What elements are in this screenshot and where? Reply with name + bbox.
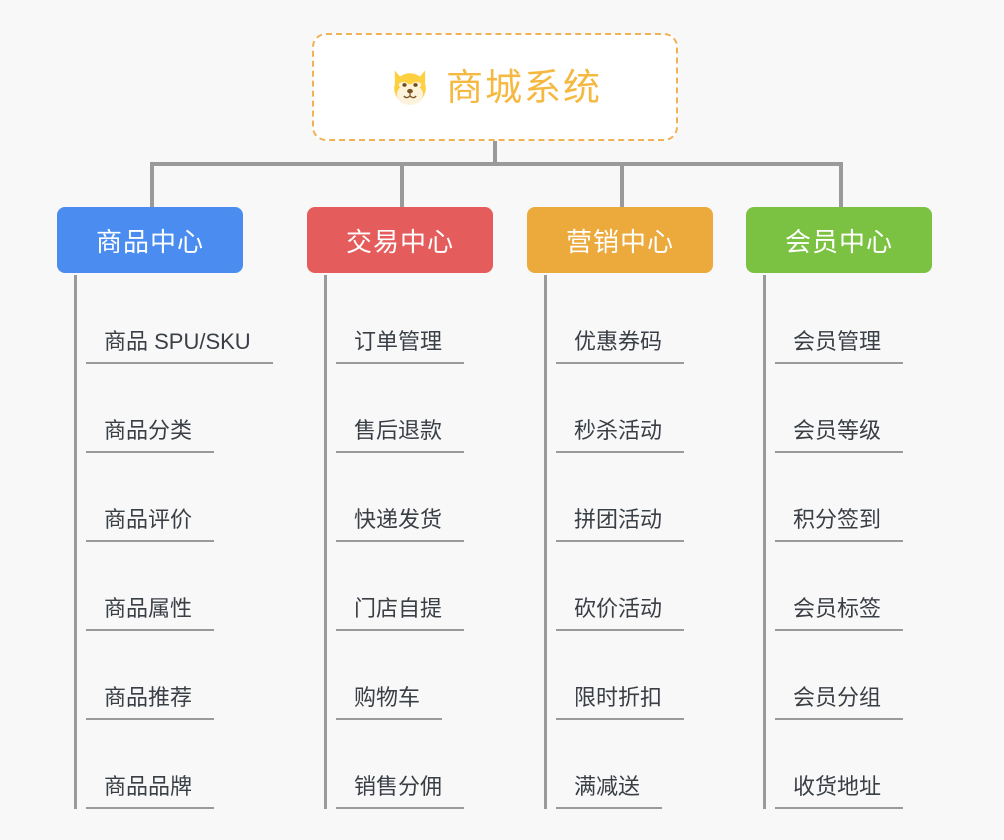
root-node[interactable]: 商城系统 [312, 33, 678, 141]
connector-bus [150, 162, 839, 166]
leaf-label: 销售分佣 [336, 776, 465, 809]
leaf-item[interactable]: 快递发货 [324, 453, 465, 542]
branch-column-2: 订单管理 售后退款 快递发货 门店自提 购物车 销售分佣 [324, 275, 465, 809]
leaf-item[interactable]: 拼团活动 [544, 453, 685, 542]
category-label-1: 商品中心 [95, 226, 204, 257]
leaf-label: 满减送 [556, 776, 663, 809]
leaf-item[interactable]: 会员等级 [763, 364, 904, 453]
leaf-label: 商品推荐 [86, 687, 215, 720]
leaf-label: 会员管理 [775, 331, 904, 364]
leaf-item[interactable]: 商品品牌 [74, 720, 273, 809]
category-box-1[interactable]: 商品中心 [57, 207, 243, 273]
category-box-3[interactable]: 营销中心 [527, 207, 713, 273]
leaf-label: 拼团活动 [556, 509, 685, 542]
leaf-label: 秒杀活动 [556, 420, 685, 453]
category-label-2: 交易中心 [345, 226, 454, 257]
leaf-item[interactable]: 满减送 [544, 720, 684, 809]
branch-spine-3 [544, 275, 547, 809]
category-box-2[interactable]: 交易中心 [307, 207, 493, 273]
leaf-label: 积分签到 [775, 509, 904, 542]
leaf-label: 售后退款 [336, 420, 465, 453]
leaf-item[interactable]: 商品评价 [74, 453, 273, 542]
leaf-label: 商品品牌 [86, 776, 215, 809]
leaf-item[interactable]: 砍价活动 [544, 542, 685, 631]
category-box-4[interactable]: 会员中心 [746, 207, 932, 273]
leaf-item[interactable]: 商品推荐 [74, 631, 273, 720]
leaf-item[interactable]: 商品属性 [74, 542, 273, 631]
leaf-label: 购物车 [336, 687, 443, 720]
leaf-label: 优惠券码 [556, 331, 685, 364]
branch-spine-4 [763, 275, 766, 809]
connector-root-stem [493, 141, 497, 164]
leaf-item[interactable]: 收货地址 [763, 720, 904, 809]
connector-drop-3 [620, 162, 624, 207]
leaf-item[interactable]: 销售分佣 [324, 720, 465, 809]
leaf-item[interactable]: 售后退款 [324, 364, 465, 453]
leaf-label: 商品评价 [86, 509, 215, 542]
leaf-label: 商品 SPU/SKU [86, 331, 273, 364]
leaf-label: 订单管理 [336, 331, 465, 364]
leaf-item[interactable]: 商品 SPU/SKU [74, 275, 273, 364]
leaf-label: 会员等级 [775, 420, 904, 453]
leaf-label: 砍价活动 [556, 598, 685, 631]
leaf-item[interactable]: 会员标签 [763, 542, 904, 631]
branch-spine-1 [74, 275, 77, 809]
leaf-label: 快递发货 [336, 509, 465, 542]
root-title: 商城系统 [446, 66, 602, 108]
leaf-item[interactable]: 会员管理 [763, 275, 904, 364]
leaf-item[interactable]: 购物车 [324, 631, 464, 720]
leaf-item[interactable]: 限时折扣 [544, 631, 685, 720]
category-label-4: 会员中心 [784, 226, 893, 257]
leaf-label: 门店自提 [336, 598, 465, 631]
leaf-label: 收货地址 [775, 776, 904, 809]
leaf-item[interactable]: 商品分类 [74, 364, 273, 453]
leaf-label: 会员分组 [775, 687, 904, 720]
category-label-3: 营销中心 [565, 226, 674, 257]
branch-spine-2 [324, 275, 327, 809]
leaf-label: 限时折扣 [556, 687, 685, 720]
leaf-item[interactable]: 会员分组 [763, 631, 904, 720]
leaf-item[interactable]: 积分签到 [763, 453, 904, 542]
connector-drop-2 [400, 162, 404, 207]
connector-drop-1 [150, 162, 154, 207]
leaf-label: 会员标签 [775, 598, 904, 631]
leaf-item[interactable]: 订单管理 [324, 275, 465, 364]
leaf-label: 商品属性 [86, 598, 215, 631]
connector-drop-4 [839, 162, 843, 207]
leaf-item[interactable]: 门店自提 [324, 542, 465, 631]
leaf-item[interactable]: 秒杀活动 [544, 364, 685, 453]
branch-column-4: 会员管理 会员等级 积分签到 会员标签 会员分组 收货地址 [763, 275, 904, 809]
leaf-label: 商品分类 [86, 420, 215, 453]
branch-column-3: 优惠券码 秒杀活动 拼团活动 砍价活动 限时折扣 满减送 [544, 275, 685, 809]
branch-column-1: 商品 SPU/SKU 商品分类 商品评价 商品属性 商品推荐 商品品牌 [74, 275, 273, 809]
dog-face-icon [394, 70, 426, 105]
leaf-item[interactable]: 优惠券码 [544, 275, 685, 364]
